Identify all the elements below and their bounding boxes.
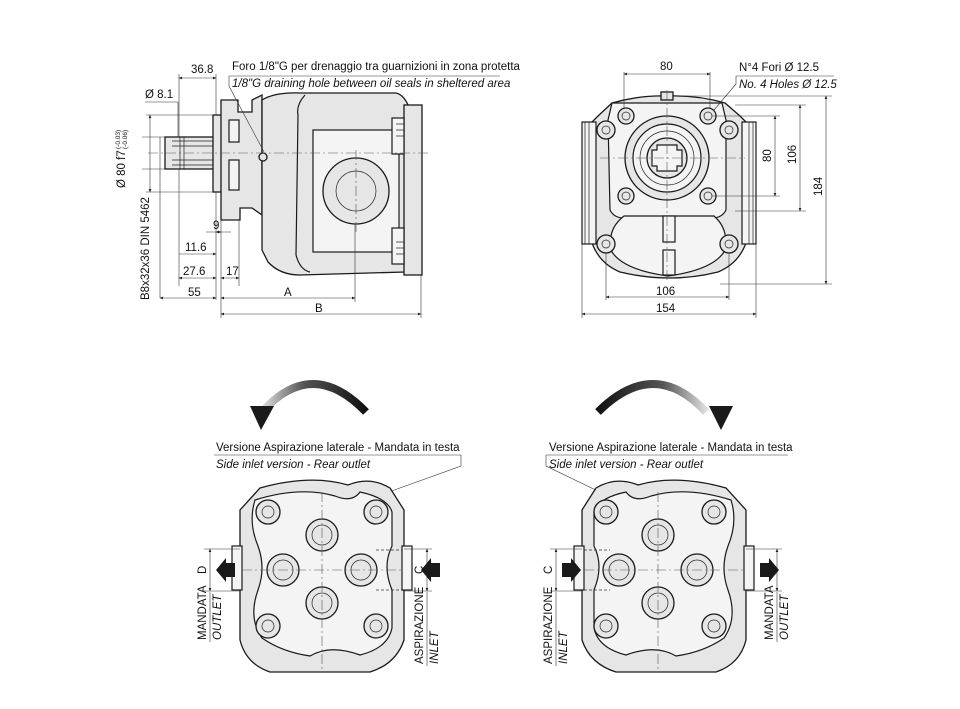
right-version-title-en: Side inlet version - Rear outlet — [549, 459, 704, 471]
dim-55: 55 — [188, 287, 201, 299]
right-inlet-label-it: ASPIRAZIONE — [543, 586, 555, 664]
side-view: Foro 1/8"G per drenaggio tra guarnizioni… — [115, 61, 521, 318]
front-view: 80 N°4 Fori Ø 12.5 No. 4 Holes Ø 12.5 80… — [581, 61, 837, 318]
holes-note-it: N°4 Fori Ø 12.5 — [739, 62, 819, 74]
left-version-view: Versione Aspirazione laterale - Mandata … — [197, 442, 462, 673]
flange-hole-tl — [617, 107, 635, 125]
left-outlet-label-it: MANDATA — [197, 585, 209, 640]
dim-8-1: Ø 8.1 — [145, 89, 173, 101]
dim-b: B — [315, 303, 323, 315]
left-version-title-en: Side inlet version - Rear outlet — [216, 459, 371, 471]
right-outlet-label-en: OUTLET — [779, 594, 791, 640]
left-outlet-label-en: OUTLET — [212, 594, 224, 640]
dim-a: A — [284, 287, 292, 299]
rotation-arrow-clockwise — [595, 380, 733, 430]
right-inlet-arrow — [562, 558, 581, 582]
drain-hole — [258, 152, 268, 162]
dim-106-vertical: 106 — [787, 145, 799, 164]
left-inlet-label-en: INLET — [429, 630, 441, 664]
dim-184: 184 — [813, 176, 825, 196]
left-dim-c: C — [414, 566, 426, 574]
left-inlet-arrow — [421, 558, 440, 582]
right-version-view: Versione Aspirazione laterale - Mandata … — [543, 442, 793, 673]
drain-note-it: Foro 1/8"G per drenaggio tra guarnizioni… — [232, 61, 521, 73]
dim-9: 9 — [213, 220, 219, 232]
holes-note-en: No. 4 Holes Ø 12.5 — [739, 79, 837, 91]
dim-154: 154 — [656, 303, 676, 315]
dim-27-6: 27.6 — [183, 266, 205, 278]
tolerance-lower: (-0.06) — [122, 130, 129, 149]
right-inlet-label-en: INLET — [558, 630, 570, 664]
dim-17: 17 — [226, 266, 239, 278]
tolerance-upper: (-0.03) — [115, 130, 122, 149]
rotation-arrow-counterclockwise — [250, 380, 369, 430]
drain-note-en: 1/8"G draining hole between oil seals in… — [232, 78, 510, 90]
left-inlet-label-it: ASPIRAZIONE — [414, 586, 426, 664]
dim-shaft-diameter: Ø 80 f7 — [116, 150, 128, 188]
right-version-title-it: Versione Aspirazione laterale - Mandata … — [549, 442, 793, 454]
dim-106-bottom: 106 — [656, 286, 675, 298]
right-dim-c: C — [543, 566, 555, 574]
dim-80-top: 80 — [660, 61, 673, 73]
dim-11-6: 11.6 — [185, 242, 207, 254]
left-dim-d: D — [197, 566, 209, 574]
dim-80-vertical: 80 — [762, 149, 774, 162]
flange-hole-bl — [617, 187, 635, 205]
rear-cover — [403, 104, 423, 276]
dim-36-8: 36.8 — [191, 64, 213, 76]
mounting-flange — [220, 93, 263, 221]
left-version-title-it: Versione Aspirazione laterale - Mandata … — [216, 442, 460, 454]
left-outlet-arrow — [216, 558, 235, 582]
dim-spline: B8x32x36 DIN 5462 — [140, 197, 152, 300]
right-outlet-arrow — [760, 558, 779, 582]
right-outlet-label-it: MANDATA — [764, 585, 776, 640]
